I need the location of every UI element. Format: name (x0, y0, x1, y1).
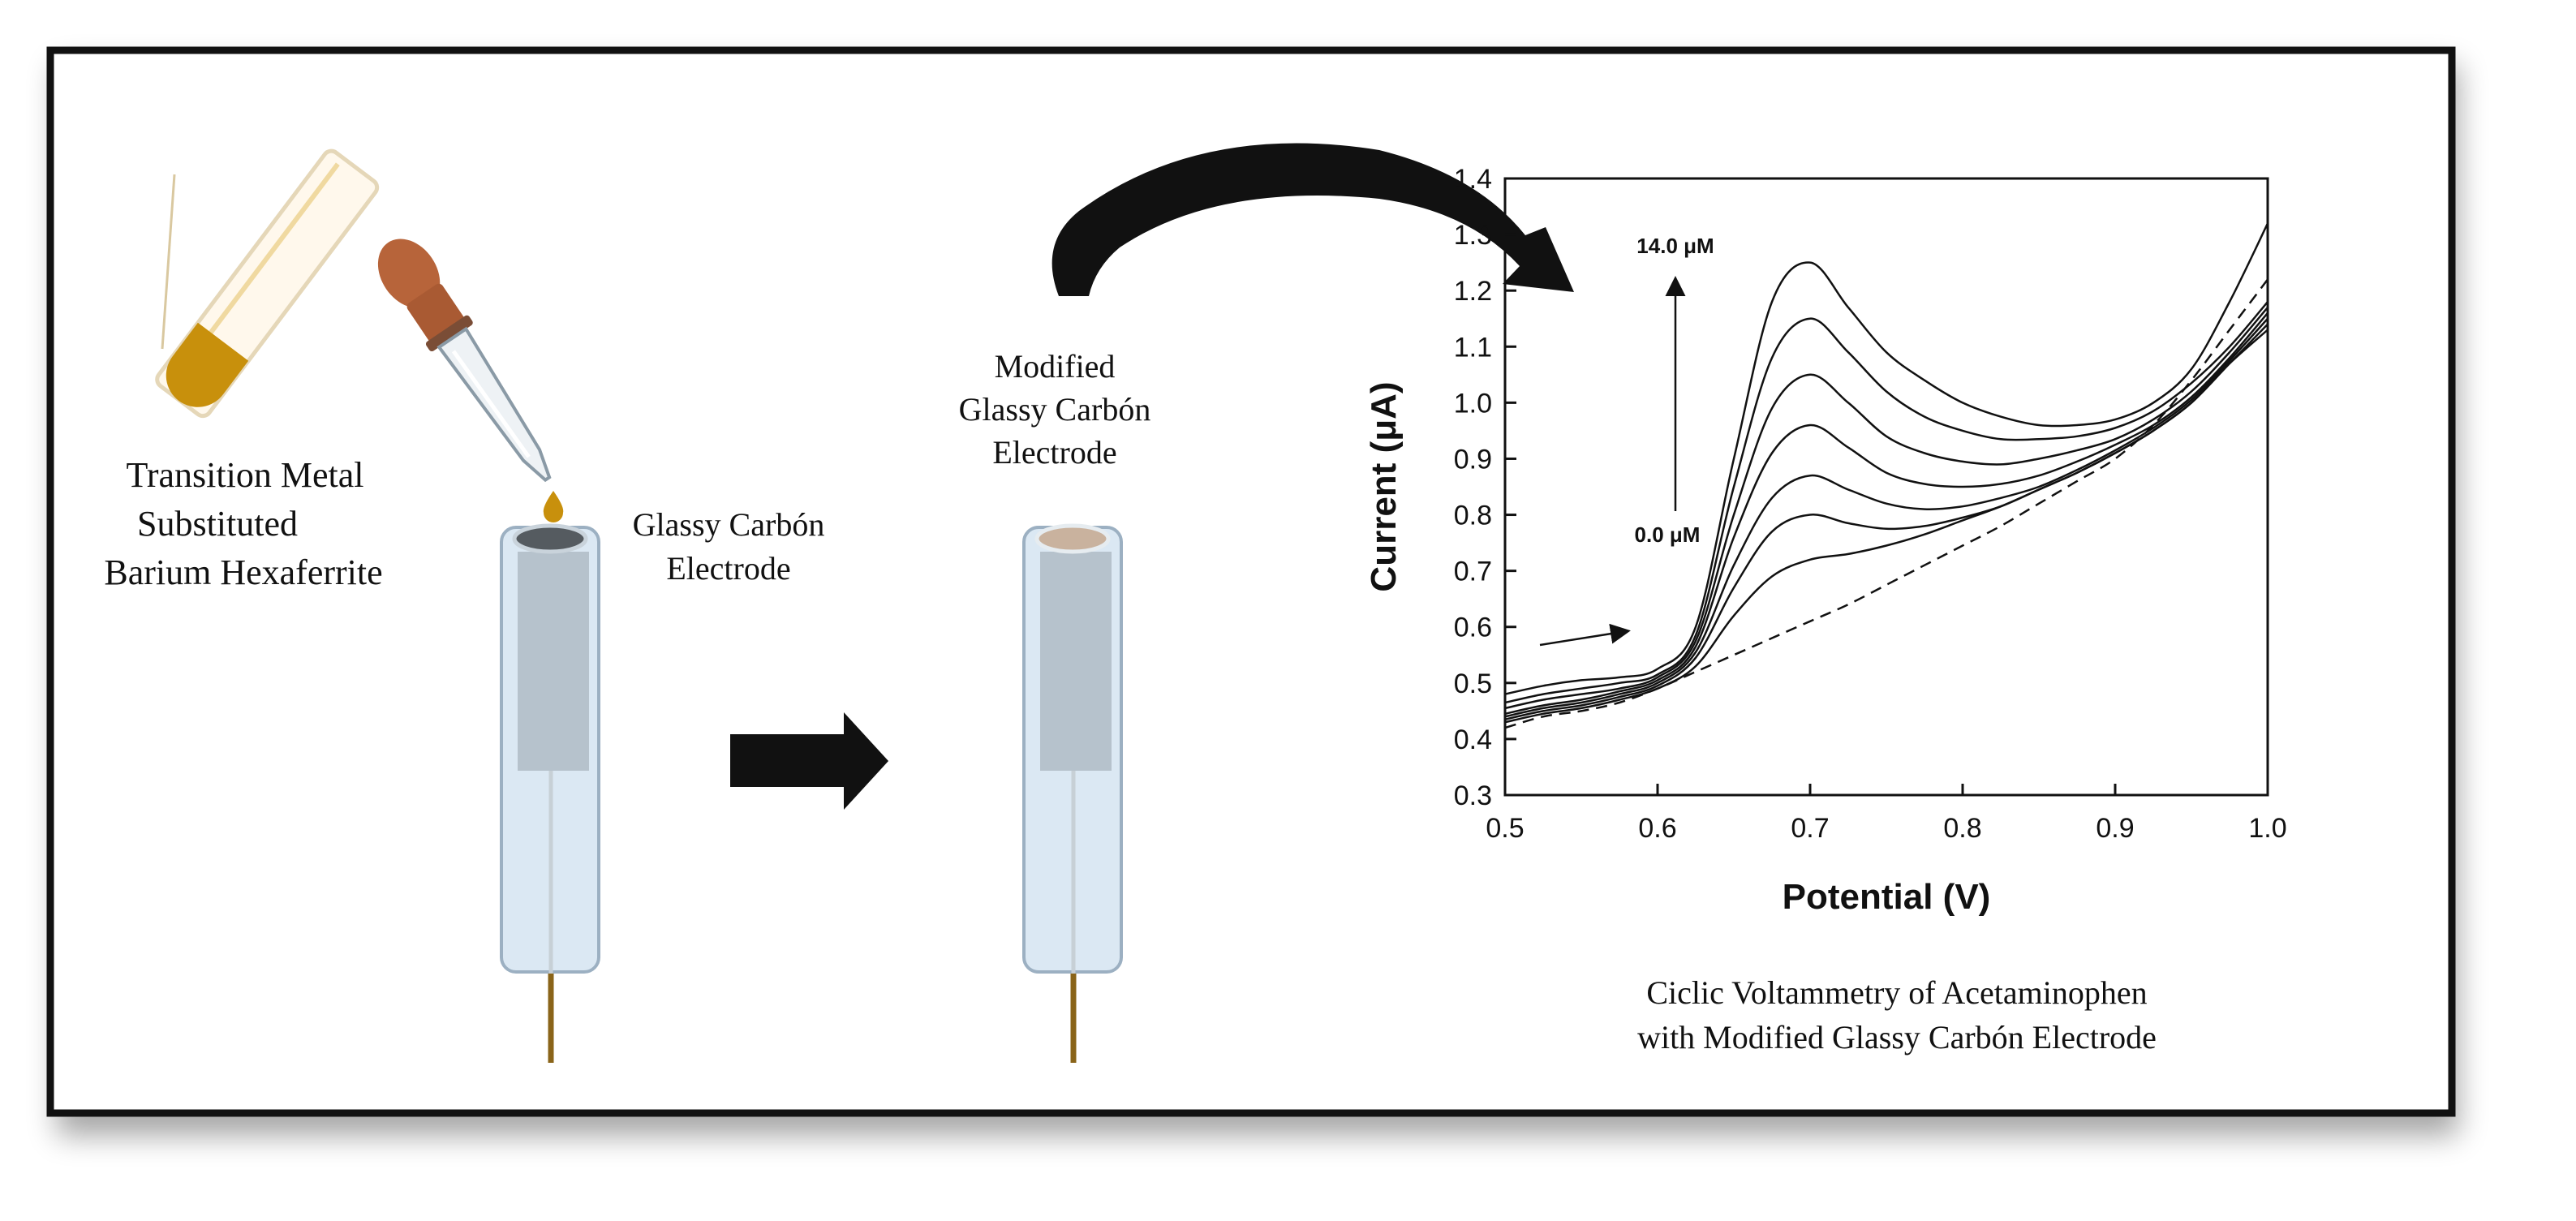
tube-shadow-line (161, 174, 176, 350)
voltammetry-chart: 0.5 0.6 0.7 0.8 0.9 1.0 0.3 0.4 0.5 0.6 0.7 0.8 0.9 1… (1364, 164, 2287, 917)
caption-line-2: with Modified Glassy Carbón Electrode (1637, 1019, 2157, 1055)
y-axis-label: Current (μA) (1364, 381, 1404, 591)
bare-electrode-line-1: Glassy Carbón (633, 506, 825, 543)
y-tick-label: 0.3 (1454, 780, 1492, 811)
precursor-label: Transition Metal Substituted Barium Hexa… (104, 455, 382, 592)
y-tick-label: 1.2 (1454, 276, 1492, 307)
y-tick-label: 0.8 (1454, 501, 1492, 531)
bare-electrode-line-2: Electrode (666, 550, 790, 587)
series-line (1504, 307, 2269, 710)
y-tick-label: 0.4 (1454, 724, 1492, 755)
curved-arrow (1051, 143, 1574, 296)
y-tick-label: 0.9 (1454, 444, 1492, 475)
test-tube (155, 148, 380, 419)
modified-electrode-line-2: Glassy Carbón (959, 391, 1151, 428)
series-line (1504, 301, 2269, 704)
dropper (377, 239, 552, 483)
series-layer (1504, 222, 2269, 729)
droplet (543, 491, 564, 522)
x-tick-label: 0.7 (1791, 813, 1829, 844)
y-tick-label: 0.7 (1454, 557, 1492, 587)
process-arrow (730, 712, 888, 810)
precursor-line-1: Transition Metal (127, 455, 364, 495)
annotation-low: 0.0 μM (1635, 522, 1701, 547)
y-tick-label: 0.5 (1454, 669, 1492, 699)
modified-electrode-label: Modified Glassy Carbón Electrode (959, 348, 1151, 471)
bare-electrode (500, 523, 600, 1063)
annotation-high: 14.0 μM (1636, 234, 1714, 258)
y-tick-label: 0.6 (1454, 613, 1492, 643)
x-tick-label: 1.0 (2248, 813, 2286, 844)
modified-electrode-line-1: Modified (995, 348, 1116, 385)
x-tick-label: 0.6 (1638, 813, 1676, 844)
y-tick-label: 1.4 (1454, 164, 1492, 195)
plot-frame (1503, 177, 2269, 797)
abstract-frame (46, 46, 2456, 1117)
caption-line-1: Ciclic Voltammetry of Acetaminophen (1646, 974, 2147, 1011)
x-tick-label: 0.8 (1943, 813, 1981, 844)
y-tick-label: 1.0 (1454, 388, 1492, 419)
series-line (1504, 312, 2269, 716)
bare-electrode-label: Glassy Carbón Electrode (633, 506, 825, 587)
scan-direction-arrow (1539, 623, 1631, 647)
precursor-line-3: Barium Hexaferrite (104, 552, 382, 592)
series-line-dashed (1504, 278, 2269, 729)
precursor-line-2: Substituted (137, 504, 298, 544)
x-tick-label: 0.5 (1486, 813, 1524, 844)
series-line (1504, 317, 2269, 718)
series-line (1504, 323, 2269, 720)
modified-electrode-line-3: Electrode (992, 434, 1116, 471)
series-line (1504, 222, 2269, 695)
chart-caption: Ciclic Voltammetry of Acetaminophen with… (1637, 974, 2157, 1055)
x-axis-label: Potential (V) (1783, 877, 1991, 917)
tick-layer: 0.5 0.6 0.7 0.8 0.9 1.0 0.3 0.4 0.5 0.6 0.7 0.8 0.9 1… (1454, 164, 2287, 844)
y-tick-label: 1.3 (1454, 220, 1492, 251)
x-tick-label: 0.9 (2096, 813, 2134, 844)
y-tick-label: 1.1 (1454, 332, 1492, 363)
modified-electrode (1022, 523, 1123, 1063)
